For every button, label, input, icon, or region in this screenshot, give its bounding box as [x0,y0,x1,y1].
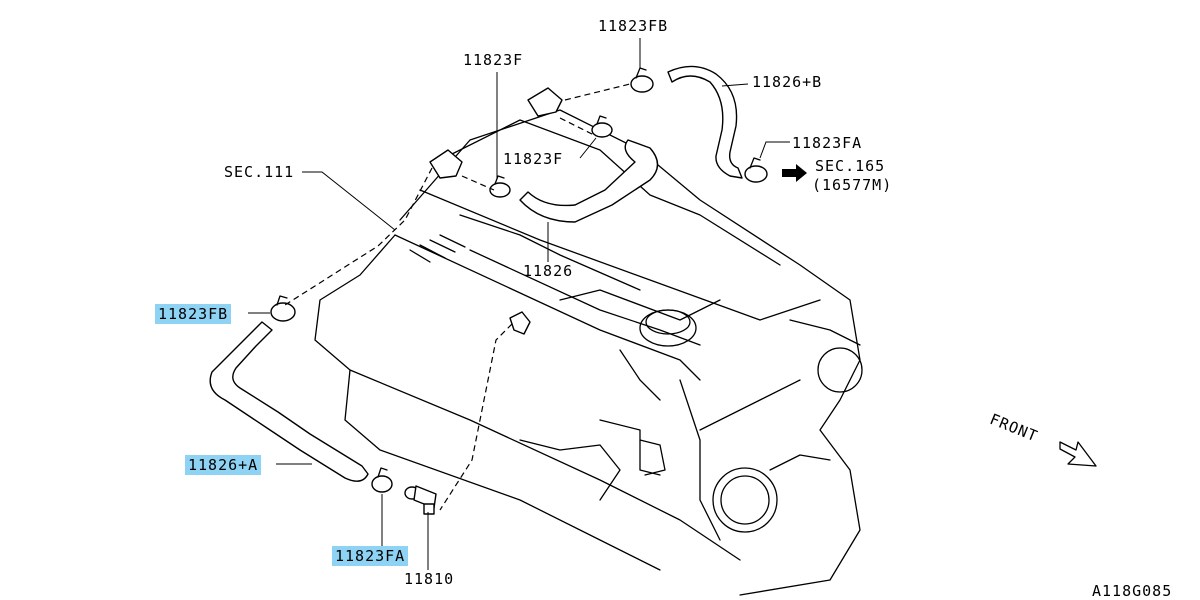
arrow-right-icon [782,164,807,182]
figure-code: A118G085 [1092,582,1173,600]
hose-11826 [519,139,659,223]
clamp-11823F-mid [489,175,511,198]
label-11823F-top: 11823F [463,51,524,69]
route-bottom [439,323,513,511]
label-11823FA-right: 11823FA [792,134,863,152]
route-right [559,117,597,137]
label-11826B: 11826+B [752,73,823,91]
pcv-valve-11810 [404,485,437,515]
fitting-top-left [527,87,563,117]
engine-block [314,109,863,596]
label-sec165-sub: (16577M) [812,176,893,194]
front-arrow-icon [1059,441,1097,467]
fitting-mid-left [429,149,463,179]
route-left [284,167,433,306]
clamp-11823FA-bottom [371,467,393,493]
route-mid [461,175,495,191]
fitting-block [509,311,531,335]
label-sec165: SEC.165 [815,157,886,175]
label-11826: 11826 [523,262,574,280]
hose-11826B [667,65,743,179]
clamp-11823FB-top [630,67,654,93]
clamp-11823FB-left [270,295,296,322]
hose-11826A [209,321,369,482]
label-11823FB-top: 11823FB [598,17,669,35]
clamp-11823F-right [591,115,613,138]
label-11823F-mid: 11823F [503,150,564,168]
label-sec111: SEC.111 [224,163,295,181]
label-11810: 11810 [404,570,455,588]
clamp-11823FA-right [744,157,768,183]
label-11826A: 11826+A [185,455,262,475]
leader-lines [248,38,790,570]
route-top [564,83,631,101]
label-11823FB-left: 11823FB [155,304,232,324]
label-11823FA-bottom: 11823FA [332,546,409,566]
